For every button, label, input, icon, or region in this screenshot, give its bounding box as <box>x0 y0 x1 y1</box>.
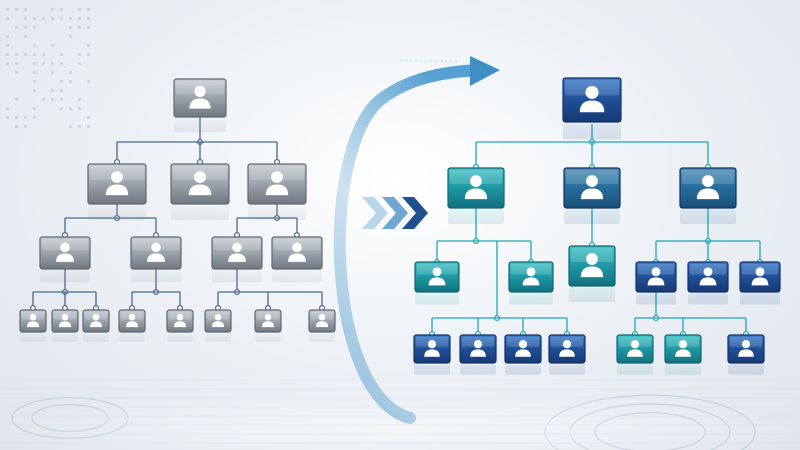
right-level2-box <box>564 168 620 224</box>
left-level2-box <box>88 164 146 220</box>
left-level4-box <box>309 310 335 342</box>
right-level3-box <box>569 246 615 302</box>
left-level4-box <box>83 310 109 342</box>
right-level3-box <box>509 262 553 305</box>
right-org-chart <box>414 78 780 375</box>
left-level4-box <box>119 310 145 342</box>
right-level3-box <box>688 262 728 305</box>
right-level4-box <box>549 335 585 375</box>
right-level4-box <box>460 335 496 375</box>
right-level2-box <box>680 168 736 224</box>
left-level4-box <box>167 310 193 342</box>
left-level2-box <box>248 164 306 220</box>
left-level4-box <box>20 310 46 342</box>
chevron-right-icon <box>362 197 428 229</box>
left-level3-box <box>40 237 90 282</box>
right-level3-box <box>636 262 676 305</box>
right-level3-box <box>415 262 459 305</box>
right-level4-box <box>505 335 541 375</box>
left-level3-box <box>212 237 262 282</box>
right-level4-box <box>728 335 764 375</box>
left-level4-box <box>52 310 78 342</box>
right-level3-box <box>740 262 780 305</box>
right-level1-box <box>563 78 621 139</box>
left-level3-box <box>131 237 181 282</box>
left-level2-box <box>171 164 229 220</box>
chevron-right-icon <box>362 197 388 229</box>
right-level2-box <box>448 168 504 224</box>
right-level4-box <box>665 335 701 375</box>
left-level3-box <box>272 237 322 282</box>
right-level4-box <box>617 335 653 375</box>
left-level4-box <box>205 310 231 342</box>
left-level4-box <box>255 310 281 342</box>
background-decoration <box>0 8 800 450</box>
left-org-chart <box>20 79 335 342</box>
right-level4-box <box>414 335 450 375</box>
left-level1-box <box>174 79 226 132</box>
